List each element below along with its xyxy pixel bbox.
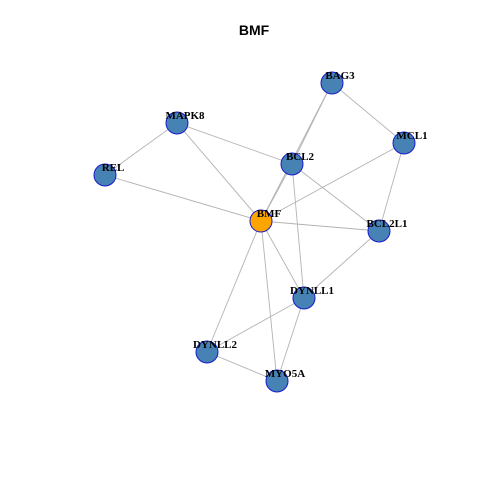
node-label-bcl2: BCL2 (286, 151, 315, 163)
node-bcl2l1 (367, 219, 391, 243)
edge-mapk8-bmf (176, 122, 262, 222)
edge-bmf-bcl2l1 (260, 220, 380, 232)
edge-mcl1-bmf (260, 142, 405, 222)
node-label-mcl1: MCL1 (396, 130, 427, 142)
node-bcl2 (280, 152, 304, 176)
edge-bmf-dynll2 (206, 220, 262, 353)
node-label-myo5a: MYO5A (265, 368, 305, 380)
node-dynll1 (292, 286, 316, 310)
node-label-bmf: BMF (257, 208, 282, 220)
edge-bmf-dynll1 (260, 220, 305, 299)
edge-bag3-bmf (260, 82, 333, 222)
edge-mapk8-bcl2 (176, 122, 293, 165)
node-label-dynll2: DYNLL2 (193, 339, 238, 351)
node-label-bcl2l1: BCL2L1 (367, 218, 408, 230)
node-mcl1 (392, 131, 416, 155)
edge-bcl2-bcl2l1 (291, 163, 380, 232)
node-mapk8 (165, 111, 189, 135)
edge-layer (104, 82, 405, 382)
edge-mapk8-rel (104, 122, 178, 176)
edge-bcl2-dynll1 (291, 163, 305, 299)
node-bmf (249, 209, 273, 233)
node-dynll2 (195, 340, 219, 364)
node-rel (93, 163, 117, 187)
edge-bmf-myo5a (260, 220, 278, 382)
edge-dynll2-myo5a (206, 351, 278, 382)
node-label-bag3: BAG3 (325, 70, 355, 82)
edge-bcl2l1-dynll1 (303, 230, 380, 299)
node-label-dynll1: DYNLL1 (290, 285, 334, 297)
edge-dynll1-dynll2 (206, 297, 305, 353)
node-myo5a (265, 369, 289, 393)
edge-bag3-mcl1 (331, 82, 405, 144)
edge-mcl1-bcl2l1 (378, 142, 405, 232)
node-label-mapk8: MAPK8 (165, 110, 205, 122)
edge-dynll1-myo5a (276, 297, 305, 382)
edge-rel-bmf (104, 174, 262, 222)
diagram-title: BMF (239, 22, 270, 38)
node-label-rel: REL (102, 162, 125, 174)
node-bag3 (320, 71, 344, 95)
